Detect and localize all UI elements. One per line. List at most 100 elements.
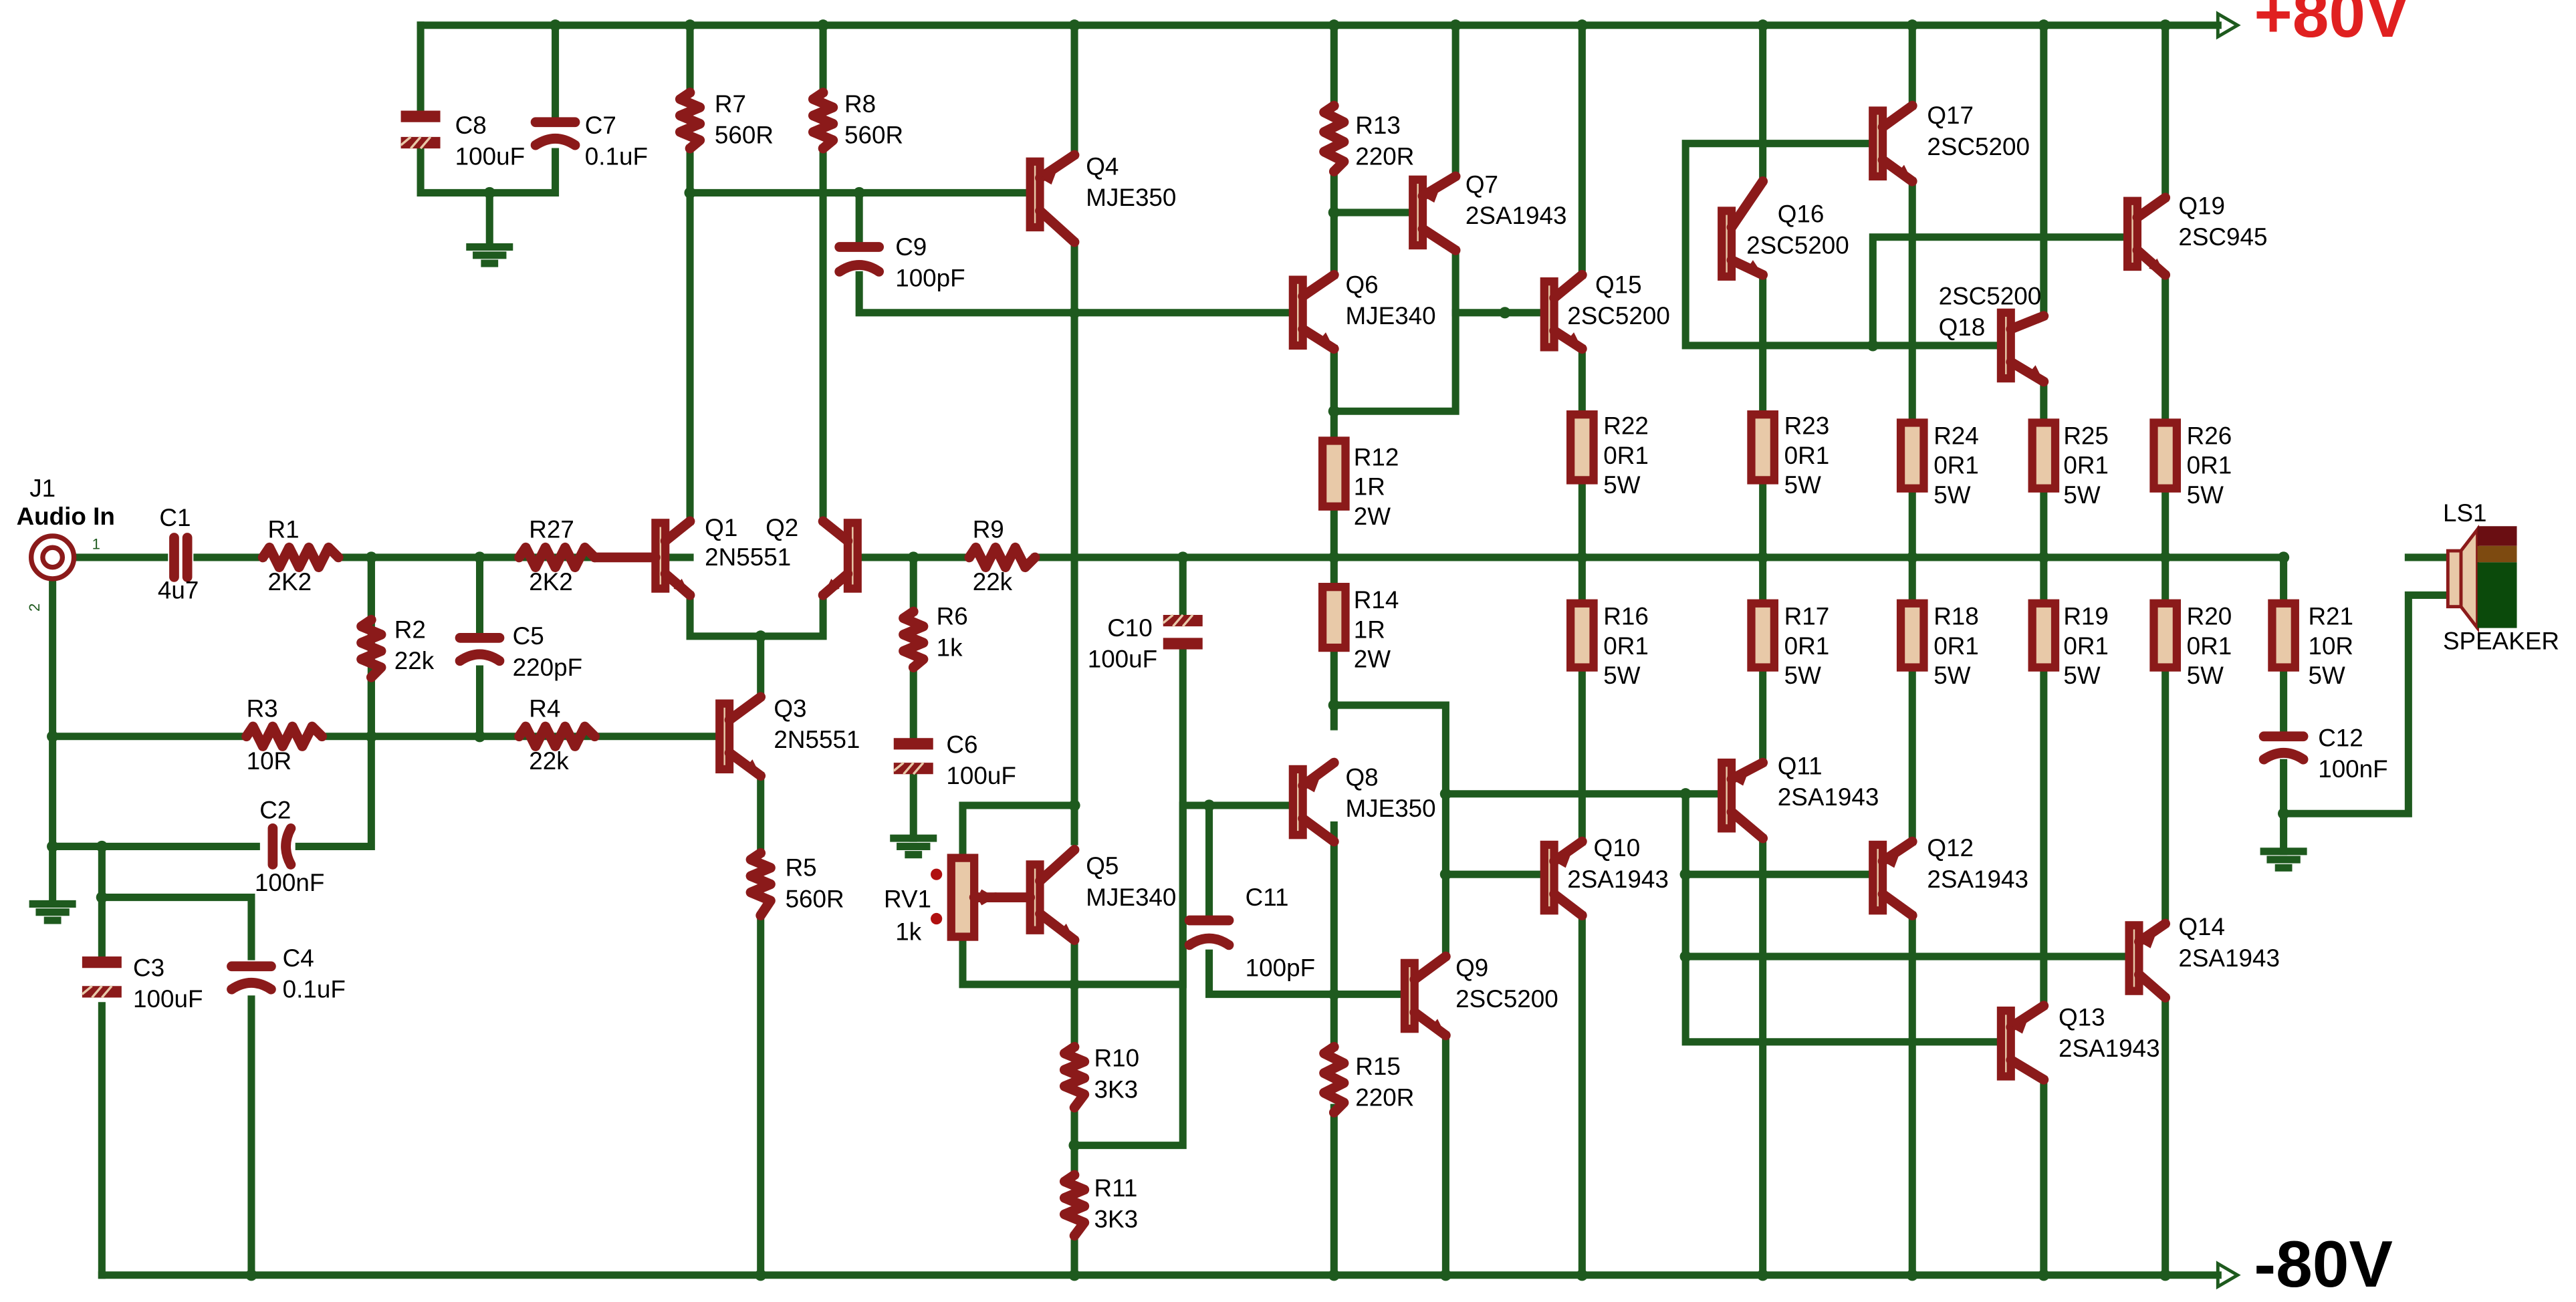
q13-ref: Q13 [2059, 1003, 2105, 1031]
j1-pin2: 2 [26, 604, 43, 612]
r8-value: 560R [844, 122, 903, 149]
c12-value: 100nF [2318, 755, 2387, 783]
r22-ref: R22 [1603, 412, 1649, 440]
resistor-r25: R25 0R1 5W [2028, 418, 2109, 509]
resistor-r5: R5 560R [745, 848, 844, 920]
r4-ref: R4 [529, 694, 560, 722]
r27-value: 2K2 [529, 568, 573, 596]
q19-ref: Q19 [2178, 192, 2225, 219]
r14-ref: R14 [1354, 586, 1399, 614]
q11-part: 2SA1943 [1778, 783, 1879, 811]
r19-power: 5W [2063, 662, 2100, 689]
transistor-q16: Q16 2SC5200 [1718, 176, 1849, 281]
resistor-r23: R23 0R1 5W [1747, 410, 1830, 499]
q12-part: 2SA1943 [1927, 866, 2028, 893]
c8-value: 100uF [455, 143, 525, 170]
r19-value: 0R1 [2063, 632, 2109, 660]
ground-symbols [29, 243, 2307, 924]
r23-ref: R23 [1784, 412, 1830, 440]
q6-part: MJE340 [1346, 302, 1436, 330]
resistor-r20: R20 0R1 5W [2149, 599, 2232, 689]
c9-ref: C9 [895, 233, 927, 261]
q16-ref: Q16 [1778, 201, 1825, 228]
resistor-r2: R2 22k [356, 614, 435, 682]
c11-value: 100pF [1246, 954, 1315, 982]
capacitor-c8: C8 100uF [400, 110, 525, 170]
c7-value: 0.1uF [585, 143, 648, 170]
resistor-r3: R3 10R [241, 694, 327, 775]
transistor-q15: Q15 2SC5200 [1540, 269, 1670, 354]
transistor-q9: Q9 2SC5200 [1400, 951, 1558, 1041]
resistor-r13: R13 220R [1319, 100, 1414, 176]
capacitor-c3: C3 100uF [81, 954, 203, 1013]
r9-value: 22k [973, 568, 1013, 596]
rv1-ref: RV1 [884, 885, 931, 912]
c3-ref: C3 [133, 954, 164, 982]
c4-ref: C4 [283, 944, 314, 972]
transistor-q2: Q2 [766, 514, 862, 600]
q5-ref: Q5 [1086, 852, 1119, 880]
r11-ref: R11 [1094, 1174, 1138, 1202]
q14-part: 2SA1943 [2178, 944, 2280, 972]
q10-part: 2SA1943 [1567, 866, 1669, 893]
r16-power: 5W [1603, 662, 1640, 689]
q1-ref: Q1 [705, 514, 737, 541]
r13-ref: R13 [1355, 112, 1401, 139]
r5-ref: R5 [786, 854, 817, 882]
r12-ref: R12 [1354, 443, 1399, 471]
transistor-q14: Q14 2SA1943 [2125, 913, 2280, 1003]
r12-value: 1R [1354, 473, 1385, 501]
capacitor-c11: C11 100pF [1184, 884, 1315, 982]
r9-ref: R9 [973, 515, 1004, 543]
c4-value: 0.1uF [283, 975, 346, 1003]
transistor-q4: Q4 MJE350 [1026, 150, 1176, 247]
potentiometer-rv1[interactable]: RV1 1k [884, 854, 1001, 946]
transistor-q7: Q7 2SA1943 [1409, 170, 1566, 255]
r2-ref: R2 [394, 616, 426, 643]
r6-ref: R6 [937, 603, 968, 630]
resistor-r11: R11 3K3 [1059, 1170, 1138, 1241]
q17-ref: Q17 [1927, 102, 1974, 129]
q14-ref: Q14 [2178, 913, 2225, 940]
resistor-r27: R27 2K2 [514, 515, 600, 596]
r24-power: 5W [1934, 481, 1970, 509]
junction-dots [47, 19, 2290, 1281]
c10-value: 100uF [1088, 646, 1157, 673]
q8-part: MJE350 [1346, 795, 1436, 822]
c2-value: 100nF [255, 869, 324, 896]
r16-ref: R16 [1603, 603, 1649, 630]
j1-pin1: 1 [92, 536, 100, 553]
resistor-r26: R26 0R1 5W [2149, 418, 2232, 509]
capacitor-c1: C1 4u7 [158, 504, 199, 604]
q9-part: 2SC5200 [1455, 985, 1558, 1013]
positive-rail-label: +80V [2254, 0, 2409, 51]
capacitor-c4: C4 0.1uF [227, 944, 346, 1003]
r10-ref: R10 [1094, 1045, 1140, 1072]
r21-ref: R21 [2308, 603, 2353, 630]
capacitor-c7: C7 0.1uF [530, 112, 648, 170]
r25-power: 5W [2063, 481, 2100, 509]
c11-ref: C11 [1246, 884, 1289, 911]
capacitor-c10: C10 100uF [1088, 614, 1203, 673]
resistor-r18: R18 0R1 5W [1896, 599, 1979, 689]
c3-value: 100uF [133, 985, 203, 1013]
c10-ref: C10 [1107, 614, 1153, 642]
c7-ref: C7 [585, 112, 616, 139]
r7-ref: R7 [715, 90, 746, 118]
r26-value: 0R1 [2187, 452, 2232, 479]
q1-part: 2N5551 [705, 543, 791, 571]
r20-value: 0R1 [2187, 632, 2232, 660]
transistor-q12: Q12 2SA1943 [1869, 834, 2028, 920]
q10-ref: Q10 [1594, 834, 1641, 862]
ls1-name: SPEAKER [2443, 628, 2559, 655]
r24-value: 0R1 [1934, 452, 1979, 479]
r18-ref: R18 [1934, 603, 1979, 630]
negative-rail-label: -80V [2254, 1227, 2393, 1301]
transistor-q1: Q1 2N5551 [590, 514, 791, 600]
r19-ref: R19 [2063, 603, 2109, 630]
resistor-r10: R10 3K3 [1059, 1041, 1140, 1113]
r23-value: 0R1 [1784, 442, 1830, 469]
resistor-r15: R15 220R [1319, 1041, 1414, 1118]
transistor-q3: Q3 2N5551 [715, 692, 860, 781]
r3-ref: R3 [247, 694, 278, 722]
